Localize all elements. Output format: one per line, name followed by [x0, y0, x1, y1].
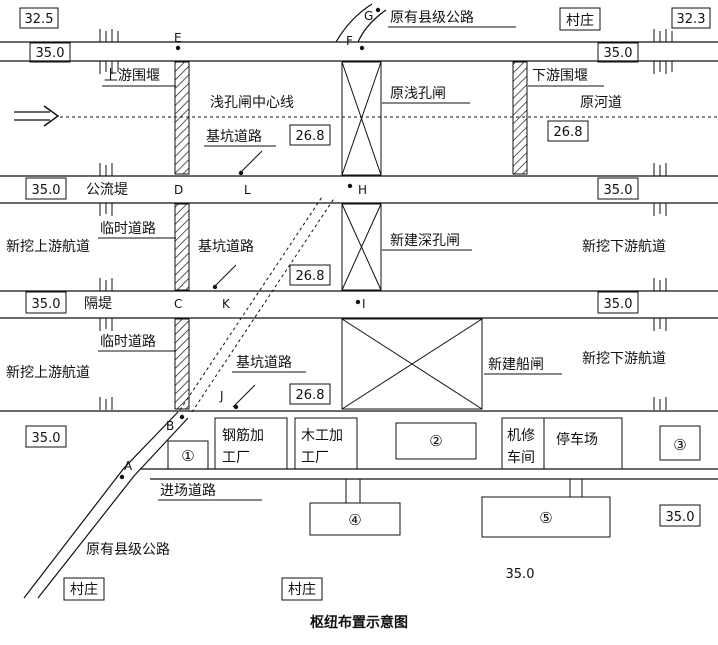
elev-pit2: 26.8 — [296, 269, 325, 284]
label-upstream-cofferdam: 上游围堰 — [104, 68, 160, 84]
label-circle-3: ③ — [673, 436, 686, 454]
pit-road-leaders — [213, 150, 263, 408]
elev-pit1: 26.8 — [296, 129, 325, 144]
label-original-sluice: 原浅孔闸 — [390, 86, 446, 102]
point-K: K — [222, 297, 231, 311]
label-repair-2: 车间 — [507, 449, 535, 466]
label-temp-road-2: 临时道路 — [100, 334, 156, 350]
point-C: C — [174, 297, 182, 311]
access-road-lines — [140, 468, 718, 480]
downstream-cofferdam-hatch — [512, 61, 528, 175]
label-repair-1: 机修 — [507, 428, 535, 444]
label-county-road-bottom: 原有县级公路 — [86, 542, 170, 558]
label-centerline: 浅孔闸中心线 — [210, 95, 294, 111]
label-access-road: 进场道路 — [160, 483, 216, 499]
new-ship-lock-box — [341, 318, 483, 410]
point-I: I — [362, 297, 366, 311]
elev-top-left: 32.5 — [25, 12, 54, 27]
cofferdam-hatch-3 — [174, 318, 190, 410]
point-A: A — [124, 459, 133, 473]
point-J: J — [219, 389, 224, 403]
elev-site-right: 35.0 — [666, 510, 695, 525]
label-downstream-cofferdam: 下游围堰 — [532, 68, 588, 84]
elev-pit1-right: 26.8 — [554, 125, 583, 140]
label-carpentry-1: 木工加 — [301, 428, 343, 444]
elev-site-bottom: 35.0 — [506, 567, 535, 582]
new-deep-sluice-box — [341, 203, 382, 291]
label-rebar-2: 工厂 — [222, 450, 250, 466]
elev-top-right: 32.3 — [677, 12, 706, 27]
point-G: G — [364, 9, 373, 23]
point-E: E — [174, 31, 182, 45]
label-circle-1: ① — [181, 447, 194, 465]
point-D: D — [174, 183, 183, 197]
elev-embank-right: 35.0 — [604, 46, 633, 61]
elev-pit3: 26.8 — [296, 388, 325, 403]
elevation-boxes — [19, 7, 711, 527]
flow-arrow-icon — [14, 105, 60, 127]
slope-tick-marks — [99, 29, 673, 410]
label-rebar-1: 钢筋加 — [222, 427, 264, 444]
dashed-diagonal-road — [179, 196, 336, 413]
label-separation-dike: 隔堤 — [84, 296, 112, 312]
elev-embank-left: 35.0 — [36, 46, 65, 61]
original-county-road — [23, 411, 189, 599]
separation-dike-band — [0, 290, 718, 319]
label-village-top: 村庄 — [566, 12, 594, 29]
elev-site-left: 35.0 — [32, 431, 61, 446]
cofferdam-hatch-2 — [174, 203, 190, 291]
label-village-bottom-left: 村庄 — [70, 581, 98, 598]
label-temp-road-1: 临时道路 — [100, 221, 156, 237]
point-dots — [119, 7, 381, 480]
label-circle-5: ⑤ — [539, 509, 552, 527]
label-pit-road-1: 基坑道路 — [206, 128, 262, 145]
label-circle-4: ④ — [348, 511, 361, 529]
upstream-cofferdam-hatch — [174, 61, 190, 175]
label-circle-2: ② — [429, 432, 442, 450]
label-county-road-top: 原有县级公路 — [390, 10, 474, 26]
label-pit-road-3: 基坑道路 — [236, 354, 292, 371]
point-B: B — [166, 419, 174, 433]
elev-gedi-left: 35.0 — [32, 297, 61, 312]
village-boxes — [63, 7, 601, 601]
label-upstream-channel-1: 新挖上游航道 — [6, 239, 90, 255]
label-village-bottom-mid: 村庄 — [288, 581, 316, 598]
site-facility-boxes — [167, 417, 701, 538]
label-pit-road-2: 基坑道路 — [198, 238, 254, 255]
point-H: H — [358, 183, 367, 197]
label-carpentry-2: 工厂 — [301, 450, 329, 466]
county-road-top — [335, 3, 387, 43]
point-L: L — [244, 183, 251, 197]
label-gongliu-dike: 公流堤 — [86, 182, 128, 198]
elev-gongliu-right: 35.0 — [604, 183, 633, 198]
original-shallow-sluice-box — [341, 61, 382, 176]
label-new-ship-lock: 新建船闸 — [488, 357, 544, 373]
label-downstream-channel-2: 新挖下游航道 — [582, 351, 666, 367]
label-upstream-channel-2: 新挖上游航道 — [6, 365, 90, 381]
elev-gedi-right: 35.0 — [604, 297, 633, 312]
label-downstream-channel-1: 新挖下游航道 — [582, 239, 666, 255]
elev-gongliu-left: 35.0 — [32, 183, 61, 198]
point-F: F — [346, 34, 353, 48]
label-original-river: 原河道 — [580, 95, 622, 111]
label-new-deep-sluice: 新建深孔闸 — [390, 233, 460, 249]
label-parking: 停车场 — [556, 431, 598, 448]
figure-caption: 枢纽布置示意图 — [310, 615, 408, 631]
gongliu-dike-band — [0, 175, 718, 204]
